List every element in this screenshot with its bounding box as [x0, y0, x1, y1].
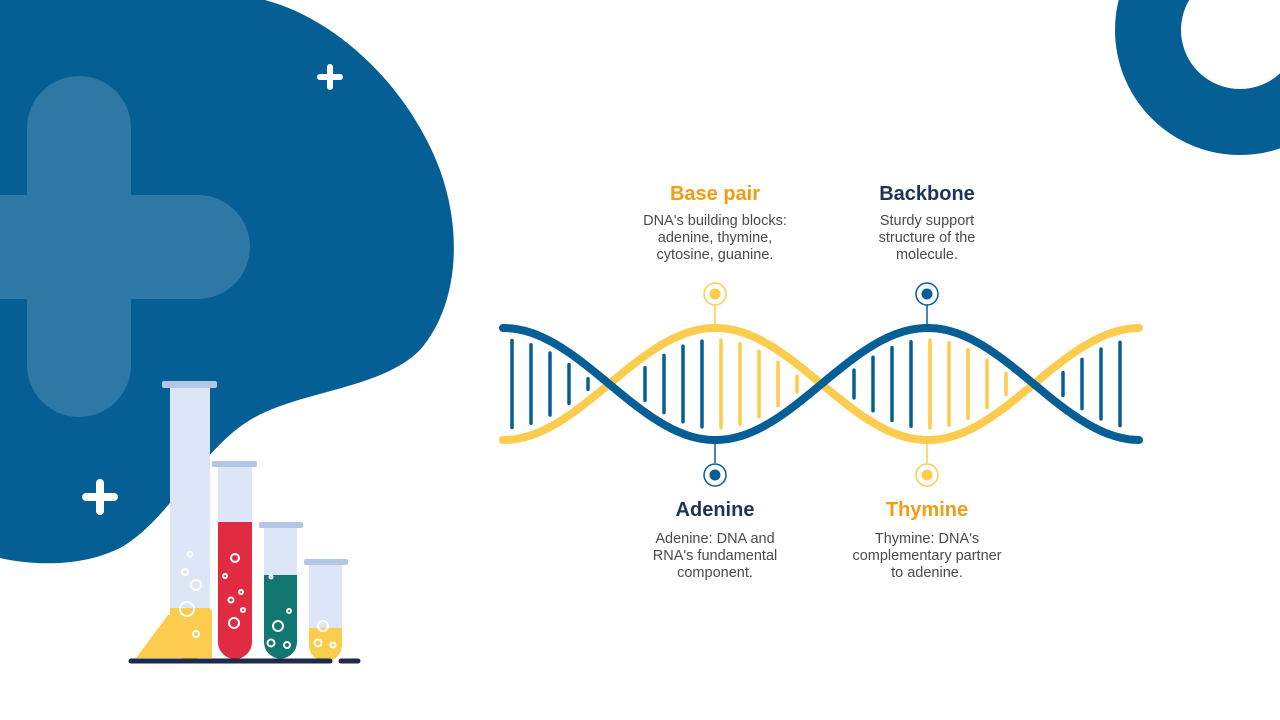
base-pair-description: DNA's building blocks: adenine, thymine,…	[643, 213, 787, 263]
thymine-title: Thymine	[885, 499, 969, 521]
adenine-description: Adenine: DNA and RNA's fundamental compo…	[652, 531, 778, 581]
ring-decoration	[1115, 0, 1280, 155]
plus-icon	[317, 64, 343, 90]
backbone-description: Sturdy support structure of the molecule…	[878, 213, 976, 263]
test-tube-2	[212, 461, 257, 659]
base-pair-rungs	[510, 338, 1122, 430]
callout-base-pair-marker	[703, 282, 727, 326]
adenine-title: Adenine	[675, 499, 755, 521]
test-tube-1	[162, 381, 217, 660]
test-tube-3	[259, 522, 303, 659]
thymine-description: Thymine: DNA's complementary partner to …	[852, 531, 1002, 581]
plus-icon	[82, 479, 118, 515]
background-blob	[0, 0, 454, 564]
backbone-title: Backbone	[879, 183, 975, 205]
medical-cross-shape	[0, 76, 250, 417]
test-tube-4	[304, 559, 348, 662]
callout-adenine-marker	[703, 443, 727, 487]
base-pair-title: Base pair	[669, 183, 761, 205]
callout-thymine-marker	[915, 443, 939, 487]
callout-backbone-marker	[915, 282, 939, 326]
dna-strand-blue	[499, 324, 1143, 444]
